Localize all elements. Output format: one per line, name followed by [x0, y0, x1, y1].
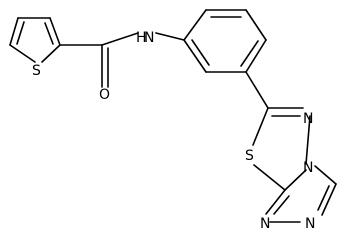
atom-thiadiazole-sulfur: S [245, 148, 254, 164]
bond-benzene-4-5 [245, 39, 267, 73]
atom-triazole-nitrogen: N [303, 160, 313, 176]
atom-thiophene-sulfur: S [32, 63, 41, 79]
bond-thiophene-c3-c2-double [44, 22, 54, 45]
atom-triazole-nitrogen-lower: N [305, 216, 315, 231]
bond-thiophene-c2-s [41, 44, 61, 63]
bond-layer [9, 9, 337, 223]
bond-benzene-6-1 [183, 39, 207, 73]
bond-thiophene-c5-c4 [9, 17, 19, 46]
bond-benzene-thiadiazole [245, 71, 269, 109]
bond-triazole-n-c-double [273, 195, 290, 215]
atom-carbonyl-oxygen: O [99, 87, 110, 103]
bond-triazole-ch-n [321, 183, 337, 216]
atom-bridge-nitrogen-upper: N [303, 111, 313, 127]
bond-thiadiazole-n-n [305, 115, 311, 165]
bond-thiadiazole-c-n-bridge [284, 169, 307, 191]
bond-triazole-bridge-n-ch [314, 165, 337, 185]
bond-triazole-n-c [265, 189, 286, 215]
bond-triazole-ch-n-double [317, 185, 330, 211]
atom-amide-hydrogen: H [136, 30, 147, 46]
bond-benzene-4-5-double [240, 40, 259, 67]
bond-thiadiazole-c-s [252, 107, 269, 146]
atom-amide-nitrogen: N [144, 30, 154, 46]
bond-thiadiazole-s-c [253, 164, 286, 191]
bond-n-benzene [155, 32, 185, 41]
bond-benzene-1-2 [183, 9, 207, 41]
chemical-structure-drawing: S O N H S N N N N [9, 9, 337, 231]
bond-thiophene-c5-c4-double [16, 21, 25, 45]
bond-carbonyl-n [101, 32, 139, 46]
bond-thiophene-c3-c2 [49, 17, 61, 46]
bond-benzene-6-1-double [191, 39, 210, 66]
atom-bridge-nitrogen-lower: N [260, 216, 270, 231]
bond-benzene-3-4 [245, 9, 267, 41]
bond-thiophene-s-c5 [9, 44, 36, 63]
atom-label-layer: S O N H S N N N N [32, 30, 315, 231]
